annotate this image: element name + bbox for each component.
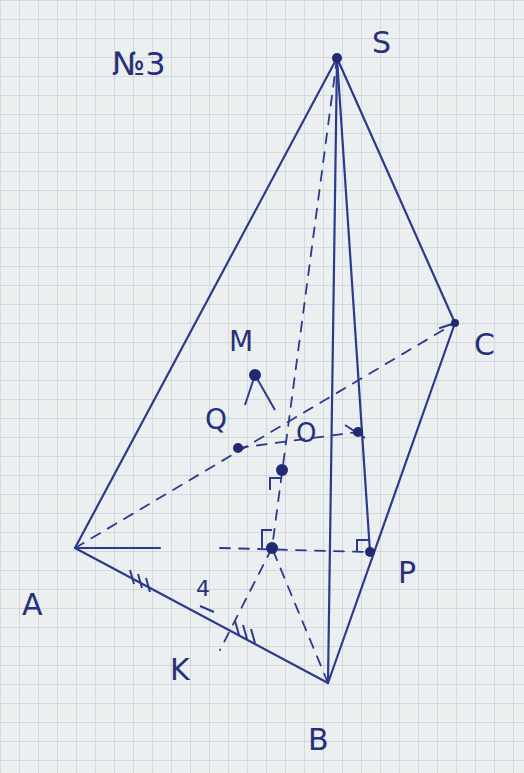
- tick-mark: [138, 574, 142, 588]
- point-on-sp: [353, 427, 363, 437]
- median-ap: [220, 548, 370, 552]
- edge-sb: [328, 58, 337, 683]
- height-so: [272, 58, 337, 548]
- dimension-bracket: [200, 606, 214, 612]
- point-label: O: [296, 420, 316, 446]
- point-p: [365, 547, 375, 557]
- tick-mark: [146, 578, 150, 592]
- edge-bc: [328, 323, 455, 683]
- tick-mark: [345, 425, 365, 438]
- tick-mark: [235, 621, 239, 635]
- base-line: [75, 547, 160, 549]
- point-o: [276, 464, 288, 476]
- vertex-point: [332, 53, 342, 63]
- edge-ab: [75, 548, 328, 683]
- hidden-edge-ac: [75, 323, 455, 548]
- base-center: [266, 542, 278, 554]
- vertex-label: C: [474, 330, 495, 360]
- point-q: [233, 443, 243, 453]
- segment-mo: [255, 375, 275, 410]
- edge-sc: [337, 58, 455, 323]
- point-label: K: [170, 655, 190, 685]
- median-b: [272, 548, 328, 683]
- vertex-point: [451, 319, 459, 327]
- median-ck: [220, 548, 272, 650]
- vertex-label: S: [372, 28, 391, 58]
- vertex-label: A: [22, 590, 43, 620]
- point-label: M: [229, 328, 253, 356]
- apothem-sp: [337, 58, 370, 552]
- edge-sa: [75, 58, 337, 548]
- tick-mark: [130, 570, 134, 584]
- tick-mark: [251, 629, 255, 643]
- problem-number: №3: [112, 48, 166, 80]
- dimension-label: 4: [196, 578, 210, 600]
- point-m: [249, 369, 261, 381]
- point-label: P: [398, 558, 416, 588]
- point-label: Q: [205, 406, 227, 434]
- vertex-label: B: [308, 725, 329, 755]
- tick-mark: [243, 625, 247, 639]
- right-angle-mark: [270, 478, 282, 490]
